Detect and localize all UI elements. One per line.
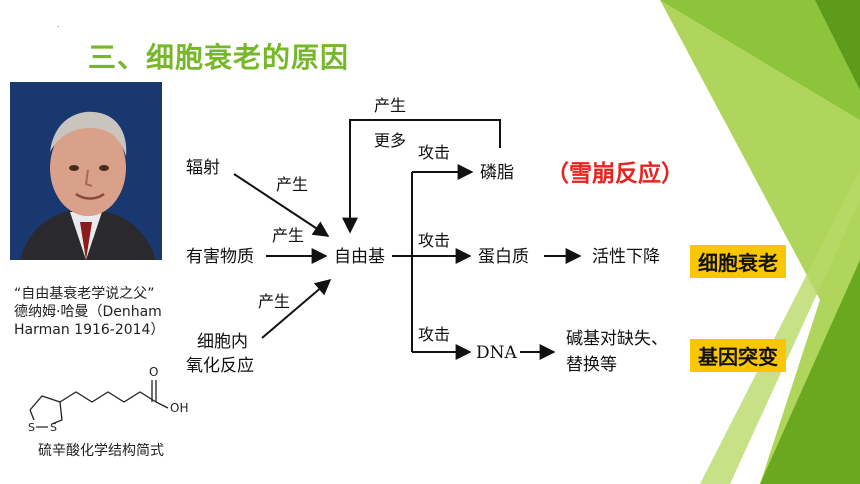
- badge-gene-mutation: 基因突变: [690, 339, 786, 372]
- edge-label-produce-1: 产生: [276, 175, 308, 194]
- atom-s-2: S: [50, 421, 57, 434]
- outcome-base-pair-line1: 碱基对缺失、: [566, 329, 668, 349]
- outcome-activity-decline: 活性下降: [592, 247, 660, 267]
- source-harmful-substance: 有害物质: [186, 247, 254, 267]
- edge-label-produce-2: 产生: [272, 226, 304, 245]
- arrow-oxidation-to-radical: [261, 278, 332, 339]
- source-intracellular-2: 氧化反应: [186, 356, 254, 376]
- center-free-radical: 自由基: [334, 247, 385, 267]
- molecule-caption: 硫辛酸化学结构简式: [38, 443, 164, 459]
- dot-mark: .: [57, 20, 60, 29]
- target-dna: DNA: [476, 343, 518, 363]
- portrait-denham-harman: [10, 82, 162, 260]
- atom-o: O: [149, 365, 158, 379]
- caption-line-3: Harman 1916-2014）: [14, 322, 165, 338]
- lipoic-acid-structure: O OH S S: [28, 365, 188, 434]
- outcome-base-pair-line2: 替换等: [566, 355, 617, 375]
- label-attack-3: 攻击: [418, 325, 450, 344]
- source-radiation: 辐射: [186, 158, 220, 178]
- avalanche-reaction-label: （雪崩反应）: [546, 161, 684, 187]
- caption-line-2: 德纳姆·哈曼（Denham: [14, 304, 162, 320]
- label-attack-2: 攻击: [418, 231, 450, 250]
- atom-s-1: S: [28, 421, 35, 434]
- arrow-radiation-to-radical: [233, 173, 330, 237]
- feedback-label-produce: 产生: [374, 96, 406, 115]
- badge-cell-aging: 细胞衰老: [690, 245, 786, 278]
- atom-oh: OH: [170, 401, 188, 415]
- edge-label-produce-3: 产生: [258, 292, 290, 311]
- source-intracellular-1: 细胞内: [197, 332, 248, 352]
- caption-line-1: “自由基衰老学说之父”: [14, 286, 155, 302]
- label-attack-1: 攻击: [418, 143, 450, 162]
- target-phospholipid: 磷脂: [480, 163, 514, 183]
- feedback-label-more: 更多: [374, 131, 406, 150]
- arrow-feedback-loop: [342, 119, 501, 234]
- target-protein: 蛋白质: [478, 247, 529, 267]
- slide-title: 三、细胞衰老的原因: [88, 41, 350, 74]
